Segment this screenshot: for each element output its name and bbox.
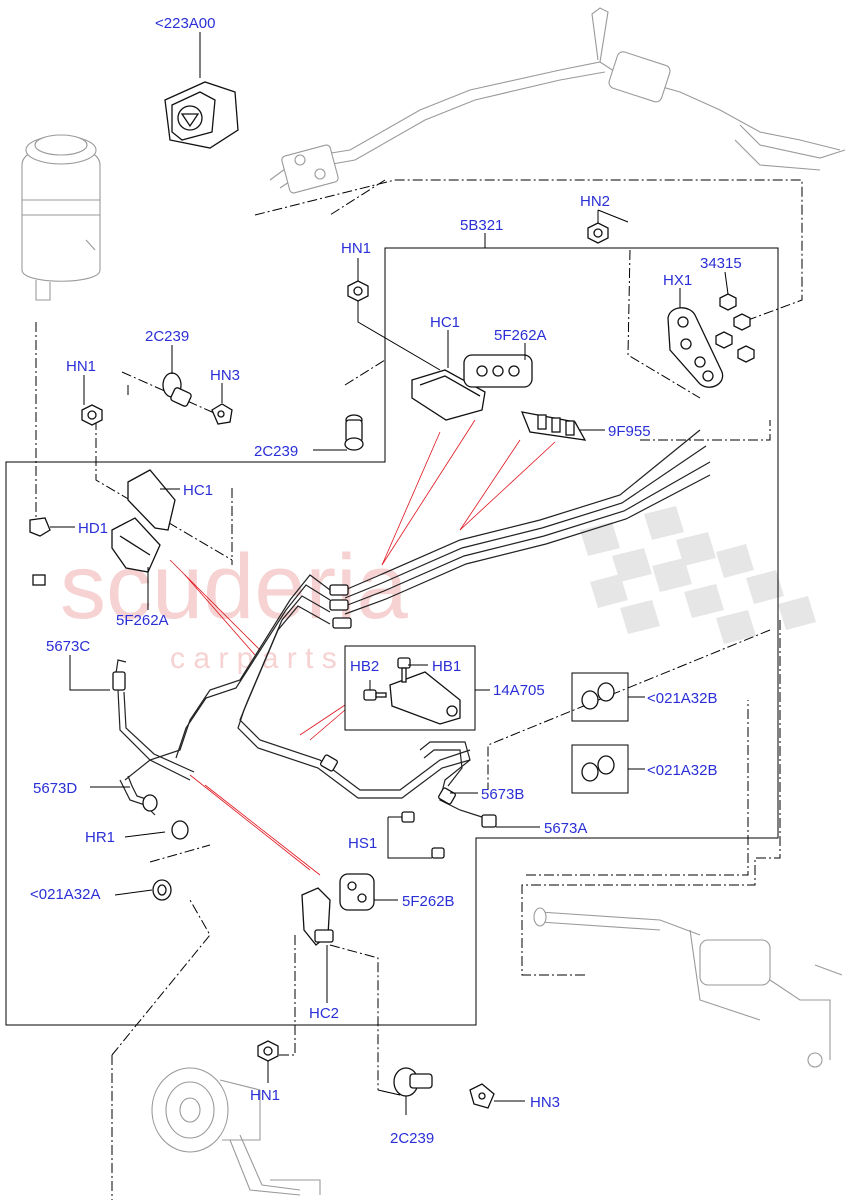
dashdot-hc2-b xyxy=(329,944,379,1090)
nuts-34315-icon xyxy=(715,293,755,363)
nut-hn2-icon xyxy=(587,222,609,244)
steering-rack-ghost xyxy=(269,7,846,194)
bolts-hs1-icon xyxy=(401,811,445,859)
label-2C239-mid: 2C239 xyxy=(254,443,298,460)
clip-hc2-icon xyxy=(301,887,334,946)
dashdot-14A705 xyxy=(487,629,771,790)
label-hc1-top: HC1 xyxy=(430,314,460,331)
label-hd1: HD1 xyxy=(78,520,108,537)
nut-hn1-bottom-icon xyxy=(257,1040,279,1062)
label-2C239-top: 2C239 xyxy=(145,328,189,345)
label-hn1-left: HN1 xyxy=(66,358,96,375)
clip-hd1-icon xyxy=(29,517,51,537)
label-hb1: HB1 xyxy=(432,658,461,675)
label-9F955: 9F955 xyxy=(608,423,651,440)
label-5F262B: 5F262B xyxy=(402,893,455,910)
grommet-2C239-bottom-icon xyxy=(393,1067,433,1097)
lower-steering-gear-ghost xyxy=(533,907,843,1068)
dashdot-bottom-left-b xyxy=(111,899,211,1056)
clip-hc1-mid-icon xyxy=(127,469,176,531)
label-5673D: 5673D xyxy=(33,780,77,797)
label-hb2: HB2 xyxy=(350,658,379,675)
dashdot-upper xyxy=(254,179,803,321)
watermark: scuderia c a r p a r t s xyxy=(60,506,816,675)
label-hs1: HS1 xyxy=(348,835,377,852)
nut-hn3-top-icon xyxy=(211,403,233,425)
grommet-2C239-top-icon xyxy=(162,372,192,407)
bracket-hx1-icon xyxy=(667,307,724,388)
seals-021A32B-1-icon xyxy=(571,672,629,722)
grommet-2C239-mid-icon xyxy=(344,414,364,451)
label-hn1-top: HN1 xyxy=(341,240,371,257)
label-14A705: 14A705 xyxy=(493,682,545,699)
nut-hn3-bottom-icon xyxy=(469,1083,495,1109)
dashdot-upper-b xyxy=(329,179,386,216)
label-hn1-bottom: HN1 xyxy=(250,1087,280,1104)
seals-021A32B-2-icon xyxy=(571,744,629,794)
label-hn3-bottom: HN3 xyxy=(530,1094,560,1111)
main-assembly-frame xyxy=(5,247,779,1026)
label-021A32B-1: <021A32B xyxy=(647,690,717,707)
steering-pump-ghost xyxy=(151,1067,321,1196)
reservoir-ghost xyxy=(21,134,101,301)
nut-hn1-top-icon xyxy=(347,280,369,302)
label-hn2: HN2 xyxy=(580,193,610,210)
seal-021A32A-icon xyxy=(152,879,172,901)
grommet-5F262A-top-icon xyxy=(463,354,533,388)
label-5B321: 5B321 xyxy=(460,217,503,234)
label-5F262A-top: 5F262A xyxy=(494,327,547,344)
label-021A32B-2: <021A32B xyxy=(647,762,717,779)
label-5F262A-mid: 5F262A xyxy=(116,612,169,629)
grommet-5F262B-icon xyxy=(339,873,375,911)
dashdot-2c239-mid xyxy=(344,359,386,386)
clip-9F955-icon xyxy=(520,411,587,441)
watermark-title: scuderia xyxy=(60,536,409,638)
label-5673A: 5673A xyxy=(544,820,587,837)
pipe-assembly xyxy=(25,429,711,828)
label-223A00: <223A00 xyxy=(155,15,215,32)
dashdot-hr1 xyxy=(149,844,211,863)
label-34315: 34315 xyxy=(700,255,742,272)
labels: <223A00 HN2 5B321 HN1 34315 HX1 HC1 5F26… xyxy=(30,15,742,1147)
label-5673B: 5673B xyxy=(481,786,524,803)
dashdot-hc2 xyxy=(275,935,296,1056)
dashdot-hn1-left xyxy=(95,420,233,561)
label-021A32A: <021A32A xyxy=(30,886,100,903)
label-hr1: HR1 xyxy=(85,829,115,846)
callout-lines xyxy=(169,419,556,876)
clamp-223A00-icon xyxy=(164,81,239,149)
dashdot-hx1-b xyxy=(640,420,771,441)
frame-lines xyxy=(5,179,803,1200)
parts xyxy=(29,81,755,1109)
nut-hn1-left-icon xyxy=(81,404,103,426)
label-2C239-bottom: 2C239 xyxy=(390,1130,434,1147)
bracket-14A705-icon xyxy=(344,645,476,731)
label-5673C: 5673C xyxy=(46,638,90,655)
label-hx1: HX1 xyxy=(663,272,692,289)
label-hc2: HC2 xyxy=(309,1005,339,1022)
leader-lines xyxy=(50,32,729,1115)
dashdot-right-lower-b xyxy=(526,700,749,876)
label-hn3-top: HN3 xyxy=(210,367,240,384)
label-hc1-mid: HC1 xyxy=(183,482,213,499)
ring-hr1-icon xyxy=(142,794,189,840)
dashdot-right-lower xyxy=(521,620,781,976)
checkered-flag-watermark xyxy=(580,506,816,644)
